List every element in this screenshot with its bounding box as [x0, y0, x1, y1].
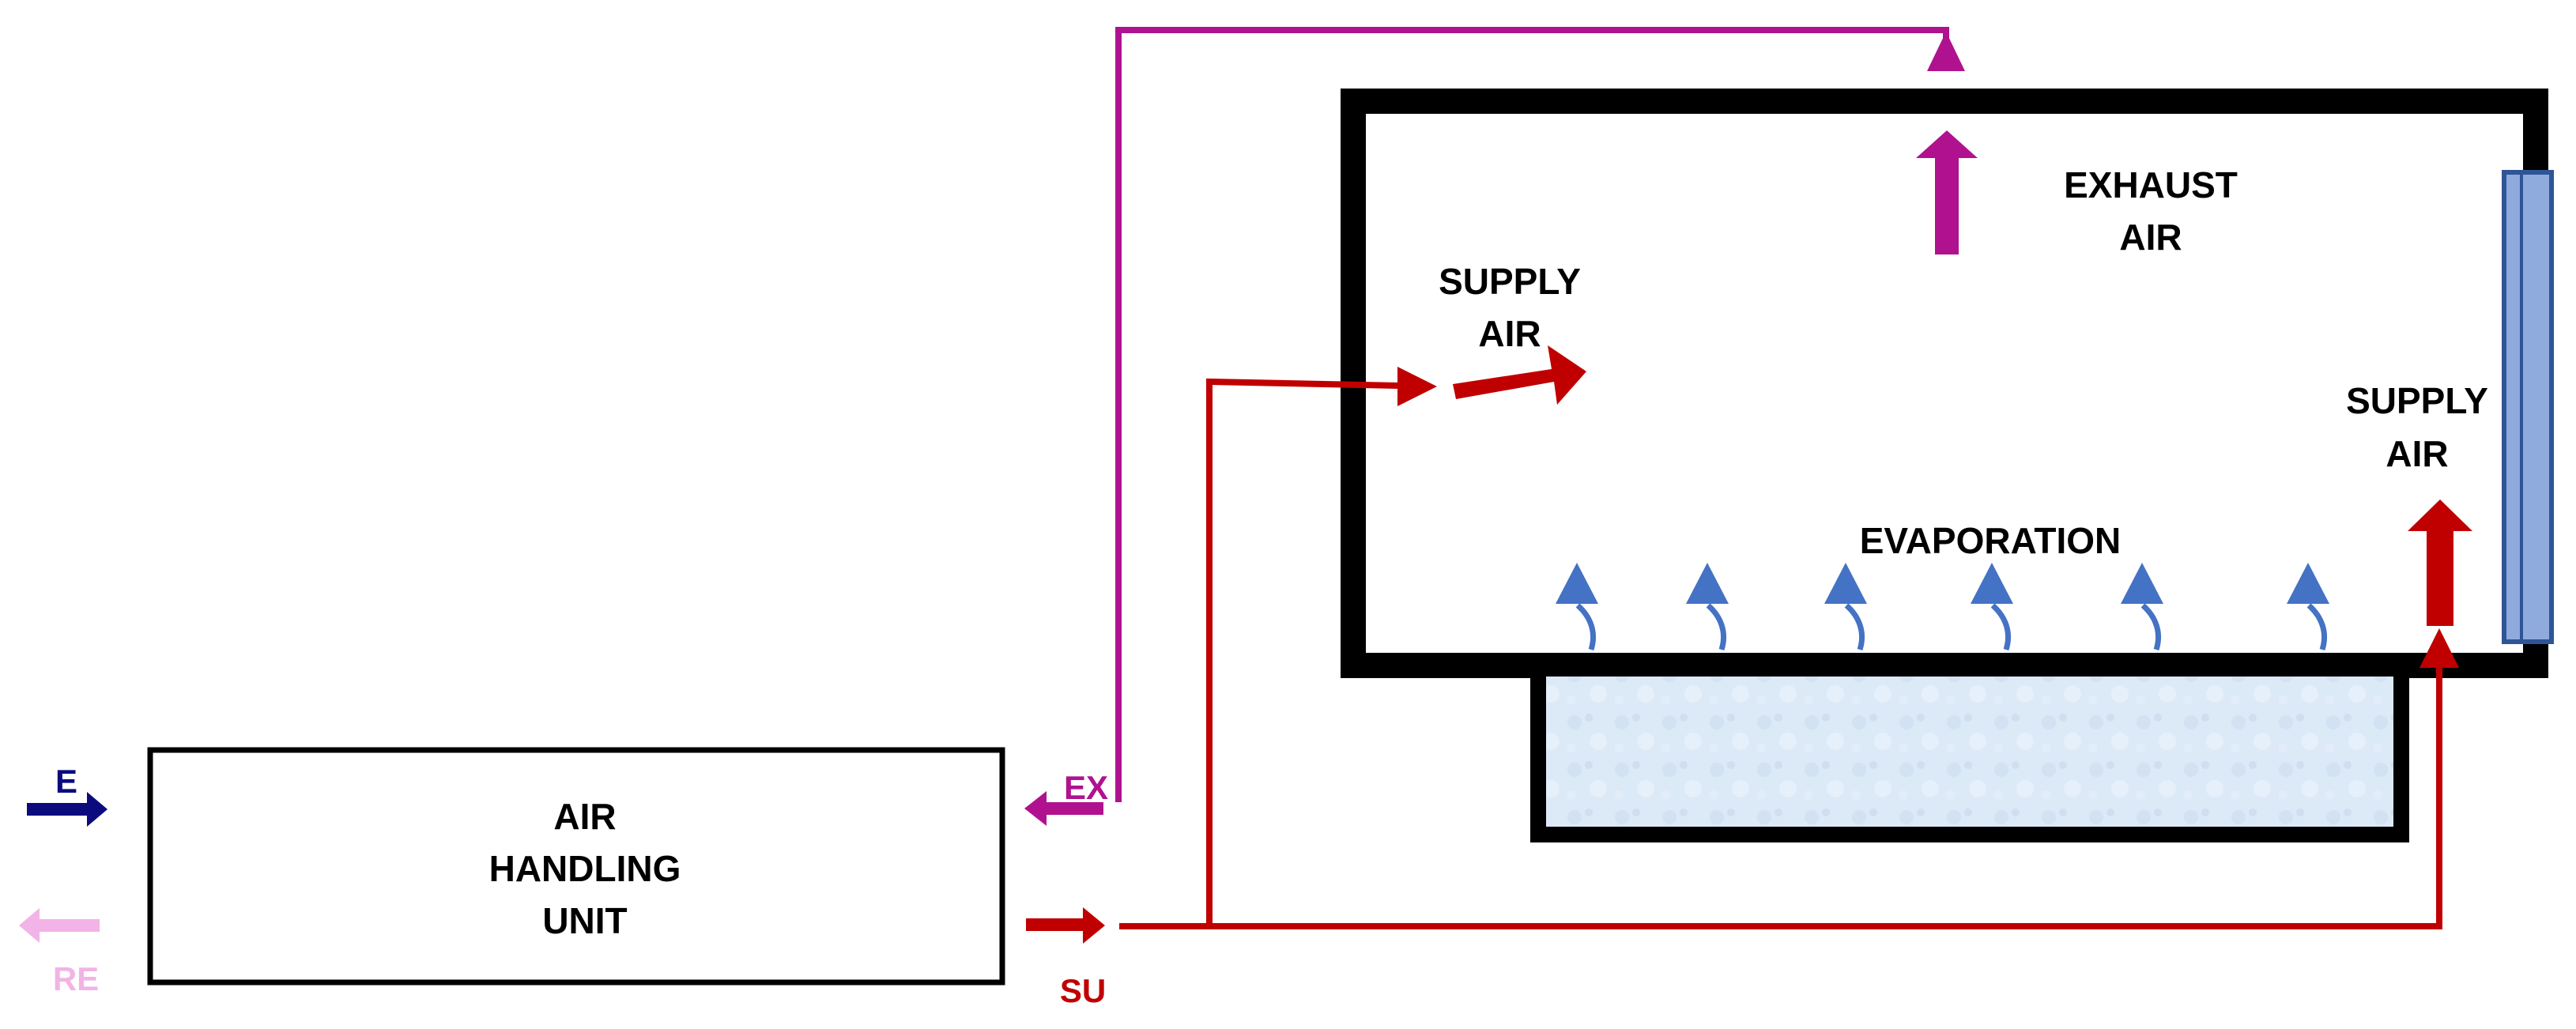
port-su-label: SU [1060, 972, 1106, 1009]
supply-air-left-label-line1: SUPPLY [1439, 261, 1581, 302]
port-e-label: E [55, 763, 77, 800]
supply-duct-left-arrowhead [1397, 367, 1437, 406]
supply-air-right-label-line1: SUPPLY [2346, 380, 2488, 421]
evaporation-arrow-icon [1824, 563, 1867, 651]
evaporation-arrow-icon [2287, 563, 2329, 651]
ahu-label-line3: UNIT [542, 900, 627, 941]
window-panel [2502, 170, 2554, 644]
evaporation-arrow-icon [2121, 563, 2163, 651]
exhaust-air-label-line1: EXHAUST [2064, 164, 2238, 205]
supply-duct-left-branch [1206, 378, 1400, 926]
pool-basin [1530, 661, 2409, 842]
port-re-arrow [19, 908, 100, 943]
port-re-label: RE [53, 960, 99, 997]
air-handling-unit-box [147, 747, 1005, 986]
supply-air-arrow-right [2408, 499, 2472, 626]
ahu-label-line2: HANDLING [489, 848, 681, 889]
supply-air-left-label-line2: AIR [1478, 313, 1541, 354]
evaporation-label: EVAPORATION [1860, 520, 2122, 561]
evaporation-arrow-icon [1556, 563, 1598, 651]
exhaust-duct-arrowhead [1927, 32, 1965, 71]
port-ex-label: EX [1064, 769, 1108, 806]
evaporation-arrow-icon [1686, 563, 1729, 651]
exhaust-air-arrow [1916, 130, 1978, 254]
supply-duct-main [1119, 668, 2442, 929]
port-e-arrow [27, 792, 107, 827]
port-su-arrow [1026, 907, 1105, 944]
supply-air-arrow-left [1453, 345, 1586, 405]
supply-air-right-label-line2: AIR [2386, 433, 2448, 474]
evaporation-arrows [1556, 563, 2329, 651]
evaporation-arrow-icon [1971, 563, 2013, 651]
supply-duct-right-arrowhead [2419, 628, 2459, 668]
port-ex-arrow [1024, 791, 1103, 826]
ahu-label-line1: AIR [553, 796, 616, 837]
exhaust-air-label-line2: AIR [2119, 217, 2182, 258]
